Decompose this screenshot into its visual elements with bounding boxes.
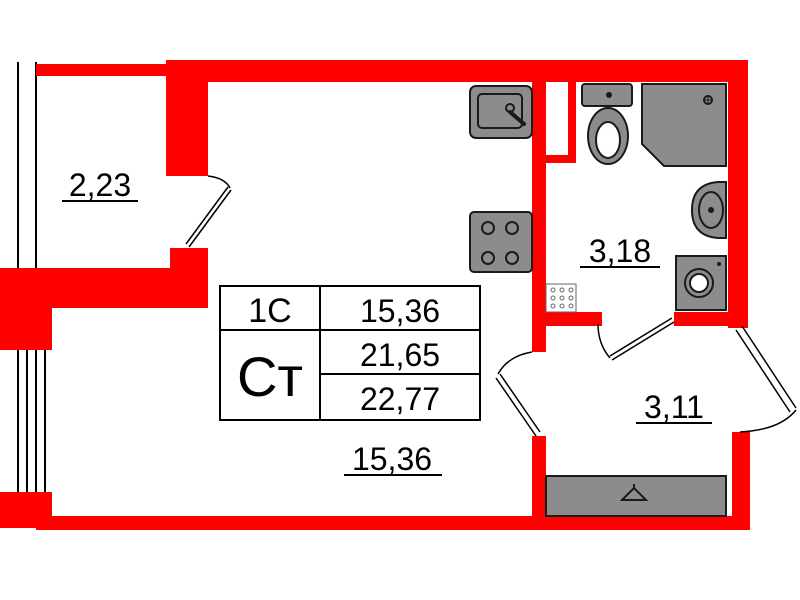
room-label-balcony: 2,23 (62, 167, 138, 203)
entrance-door (495, 351, 541, 437)
svg-text:15,36: 15,36 (352, 441, 432, 477)
toilet-icon (581, 83, 633, 165)
wash-basin-icon (690, 181, 727, 239)
svg-text:22,77: 22,77 (360, 381, 440, 417)
svg-text:Ст: Ст (237, 345, 303, 408)
svg-text:2,23: 2,23 (69, 167, 131, 203)
table-cell-total-with-balcony: 22,77 (360, 381, 440, 417)
walls (0, 60, 750, 530)
bathroom-door (597, 317, 675, 361)
balcony-door (185, 175, 232, 248)
svg-text:3,11: 3,11 (644, 389, 704, 425)
room-label-living: 15,36 (344, 441, 442, 477)
svg-text:15,36: 15,36 (360, 293, 440, 329)
doors (185, 175, 797, 437)
hallway-door-right (735, 325, 797, 433)
table-cell-total-area: 21,65 (360, 337, 440, 373)
table-cell-type-code: Ст (237, 345, 303, 408)
room-label-bathroom: 3,18 (580, 233, 660, 269)
summary-table (219, 285, 481, 421)
washing-machine-icon (675, 255, 727, 311)
room-label-hallway: 3,11 (636, 389, 712, 425)
svg-text:21,65: 21,65 (360, 337, 440, 373)
balcony-railing (17, 62, 46, 492)
kitchen-sink-icon (469, 85, 533, 139)
shower-tray-icon (641, 83, 727, 167)
table-cell-rooms-code: 1С (248, 292, 291, 330)
svg-text:1С: 1С (248, 292, 291, 330)
stove-icon (469, 211, 533, 273)
svg-text:3,18: 3,18 (589, 233, 651, 269)
table-cell-living-area: 15,36 (360, 293, 440, 329)
wardrobe-icon (545, 475, 727, 517)
ventilation-grid-icon (545, 283, 577, 313)
